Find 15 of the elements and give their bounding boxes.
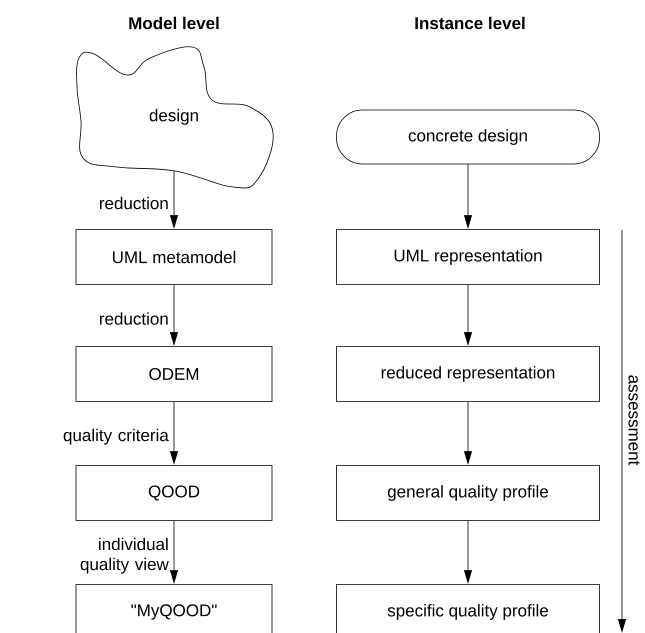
process-box: ODEM <box>76 346 272 402</box>
process-box: specific quality profile <box>336 584 600 633</box>
process-box: QOOD <box>76 465 272 521</box>
process-box: reduced representation <box>336 346 600 402</box>
side-label: assessment <box>628 375 640 466</box>
process-box: UML metamodel <box>76 229 272 285</box>
column-heading: Model level <box>129 16 219 30</box>
edge-label: individual quality view <box>80 538 169 574</box>
process-box: "MyQOOD" <box>76 584 272 633</box>
column-heading: Instance level <box>415 16 525 30</box>
process-box: general quality profile <box>336 465 600 521</box>
process-box: UML representation <box>336 229 600 285</box>
edge-label: quality criteria <box>64 428 169 445</box>
edge-label: reduction <box>100 312 168 325</box>
edge-label: reduction <box>100 196 168 210</box>
